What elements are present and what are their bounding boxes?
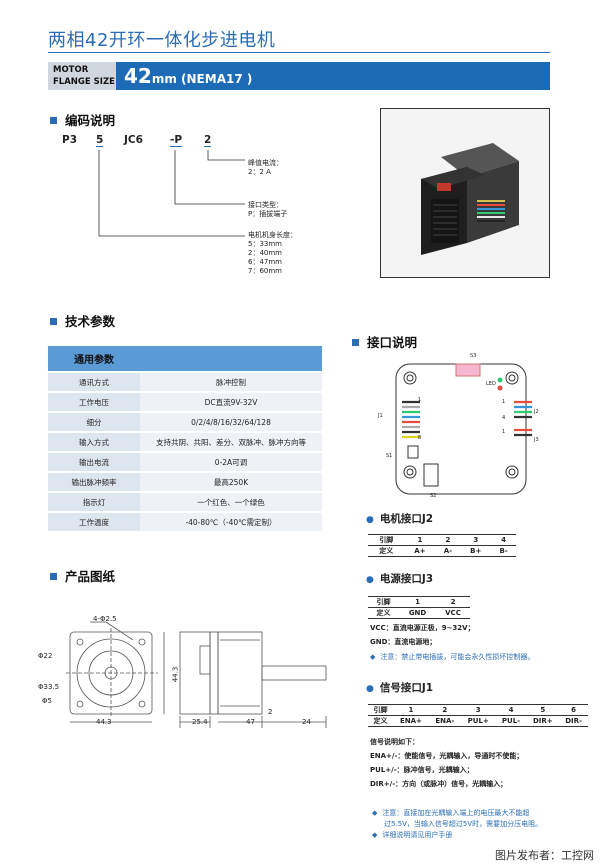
label-j1-pin1: 1 bbox=[418, 397, 422, 403]
dim-24: 24 bbox=[302, 718, 311, 726]
label-s3: S3 bbox=[470, 353, 477, 359]
label-j2-pin1: 1 bbox=[502, 399, 506, 405]
interface-board-diagram bbox=[395, 363, 532, 495]
j2-title: ●电机接口J2 bbox=[366, 513, 434, 525]
interface-legend: 接口类型： P：插拔端子 bbox=[248, 201, 287, 219]
table-row: 引脚 1 2 3 4 5 6 bbox=[368, 704, 588, 716]
flange-size-unit: mm (NEMA17 ) bbox=[151, 72, 253, 86]
label-j2-pin4: 4 bbox=[502, 415, 506, 421]
length-legend: 电机机身长度： 5：33mm 2：40mm 6：47mm 7：60mm bbox=[248, 231, 297, 276]
dim-d22: Φ22 bbox=[38, 652, 53, 660]
j1-desc-dir: DIR+/-：方向（或脉冲）信号，光耦输入； bbox=[370, 780, 508, 788]
dim-holes: 4-Φ2.5 bbox=[93, 615, 117, 623]
code-part-3: JC6 bbox=[124, 134, 143, 146]
table-row: 输出脉冲频率最高250K bbox=[48, 472, 322, 493]
dim-25: 25.4 bbox=[192, 718, 208, 726]
interface-heading: 接口说明 bbox=[352, 332, 417, 351]
dim-width: 44.3 bbox=[96, 718, 112, 726]
bullet-dot-icon: ● bbox=[366, 515, 374, 525]
flange-label-line1: MOTOR bbox=[53, 65, 89, 75]
table-row: 定义 A+ A- B+ B- bbox=[368, 545, 516, 557]
j1-note: ◆注意：直接加在光耦输入端上的电压最大不能超 过5.5V，当输入信号超过5V时，… bbox=[372, 809, 543, 839]
label-j1-pin8: 8 bbox=[418, 435, 422, 441]
table-row: 引脚 1 2 3 4 bbox=[368, 534, 516, 546]
table-row: 定义 ENA+ ENA- PUL+ PUL- DIR+ DIR- bbox=[368, 715, 588, 727]
specs-header-blank bbox=[140, 346, 322, 373]
interface-item: P：插拔端子 bbox=[248, 210, 288, 218]
j3-pin-table: 引脚 1 2 定义 GND VCC bbox=[368, 596, 470, 619]
coding-heading: 编码说明 bbox=[50, 110, 115, 129]
coding-leader-lines bbox=[98, 150, 245, 237]
code-part-1: P3 bbox=[62, 134, 78, 146]
section-bullet-icon bbox=[50, 318, 57, 325]
diamond-icon: ◆ bbox=[372, 809, 378, 817]
dim-47: 47 bbox=[246, 718, 255, 726]
label-j1: J1 bbox=[378, 413, 383, 419]
label-led: LED bbox=[486, 381, 496, 387]
dim-2: 2 bbox=[268, 708, 273, 716]
j3-desc-gnd: GND：直流电源地； bbox=[370, 638, 437, 646]
label-j3: J3 bbox=[534, 437, 539, 443]
dim-d5: Φ5 bbox=[42, 697, 52, 705]
j2-pin-table: 引脚 1 2 3 4 定义 A+ A- B+ B- bbox=[368, 534, 516, 557]
stepper-motor-image bbox=[381, 109, 549, 277]
code-part-4: -P bbox=[170, 134, 183, 147]
j1-desc-ena: ENA+/-：使能信号，光耦输入，导通时不使能； bbox=[370, 752, 524, 760]
flange-label-line2: FLANGE SIZE bbox=[53, 77, 115, 87]
j1-pin-table: 引脚 1 2 3 4 5 6 定义 ENA+ ENA- PUL+ PUL- DI… bbox=[368, 704, 588, 727]
length-item: 2：40mm bbox=[248, 249, 282, 257]
section-bullet-icon bbox=[50, 117, 57, 124]
product-drawing bbox=[66, 621, 327, 728]
bullet-dot-icon: ● bbox=[366, 575, 374, 585]
flange-size-label: MOTOR FLANGE SIZE bbox=[48, 62, 116, 90]
code-part-2: 5 bbox=[96, 134, 104, 147]
bullet-dot-icon: ● bbox=[366, 684, 374, 694]
j3-note: ◆注意：禁止带电插拔，可能会永久性损坏控制器。 bbox=[370, 653, 535, 661]
specs-header-cell: 通用参数 bbox=[48, 346, 140, 373]
j1-title: ●信号接口J1 bbox=[366, 682, 434, 694]
flange-size-value: 42 bbox=[124, 64, 152, 88]
diamond-icon: ◆ bbox=[372, 831, 378, 839]
length-item: 6：47mm bbox=[248, 258, 282, 266]
diamond-icon: ◆ bbox=[370, 653, 376, 661]
length-item: 7：60mm bbox=[248, 267, 282, 275]
interface-title: 接口类型： bbox=[248, 201, 283, 209]
current-item: 2：2 A bbox=[248, 168, 271, 176]
length-item: 5：33mm bbox=[248, 240, 282, 248]
current-legend: 峰值电流： 2：2 A bbox=[248, 159, 283, 177]
dim-d33: Φ33.5 bbox=[38, 683, 60, 691]
j1-desc-title: 信号说明如下： bbox=[370, 738, 419, 746]
j3-desc-vcc: VCC：直流电源正极，9~32V； bbox=[370, 624, 475, 632]
j3-title: ●电源接口J3 bbox=[366, 573, 434, 585]
product-photo bbox=[380, 108, 550, 278]
j1-desc-pul: PUL+/-：脉冲信号，光耦输入； bbox=[370, 766, 474, 774]
specs-table-header: 通用参数 bbox=[48, 346, 322, 373]
table-row: 引脚 1 2 bbox=[368, 596, 470, 608]
code-part-5: 2 bbox=[204, 134, 212, 147]
page-title: 两相42开环一体化步进电机 bbox=[48, 30, 276, 51]
table-row: 指示灯一个红色、一个绿色 bbox=[48, 492, 322, 513]
length-title: 电机机身长度： bbox=[248, 231, 297, 239]
publisher-watermark: 图片发布者：工控网 bbox=[495, 849, 594, 862]
title-divider bbox=[48, 52, 550, 53]
table-row: 输入方式支持共阴、共阳、差分、双脉冲、脉冲方向等 bbox=[48, 432, 322, 453]
table-row: 定义 GND VCC bbox=[368, 607, 470, 619]
table-row: 通讯方式脉冲控制 bbox=[48, 372, 322, 393]
label-j3-pin1: 1 bbox=[502, 429, 506, 435]
label-s2: S2 bbox=[430, 493, 437, 499]
flange-size-banner: 42mm (NEMA17 ) bbox=[116, 62, 550, 90]
section-bullet-icon bbox=[352, 339, 359, 346]
specs-heading: 技术参数 bbox=[50, 311, 115, 330]
current-title: 峰值电流： bbox=[248, 159, 283, 167]
dim-height: 44.3 bbox=[171, 666, 180, 683]
label-s1: S1 bbox=[386, 453, 393, 459]
table-row: 工作温度-40-80℃（-40℃需定制） bbox=[48, 512, 322, 533]
drawing-heading: 产品图纸 bbox=[50, 566, 115, 585]
section-bullet-icon bbox=[50, 573, 57, 580]
label-j2: J2 bbox=[534, 409, 539, 415]
